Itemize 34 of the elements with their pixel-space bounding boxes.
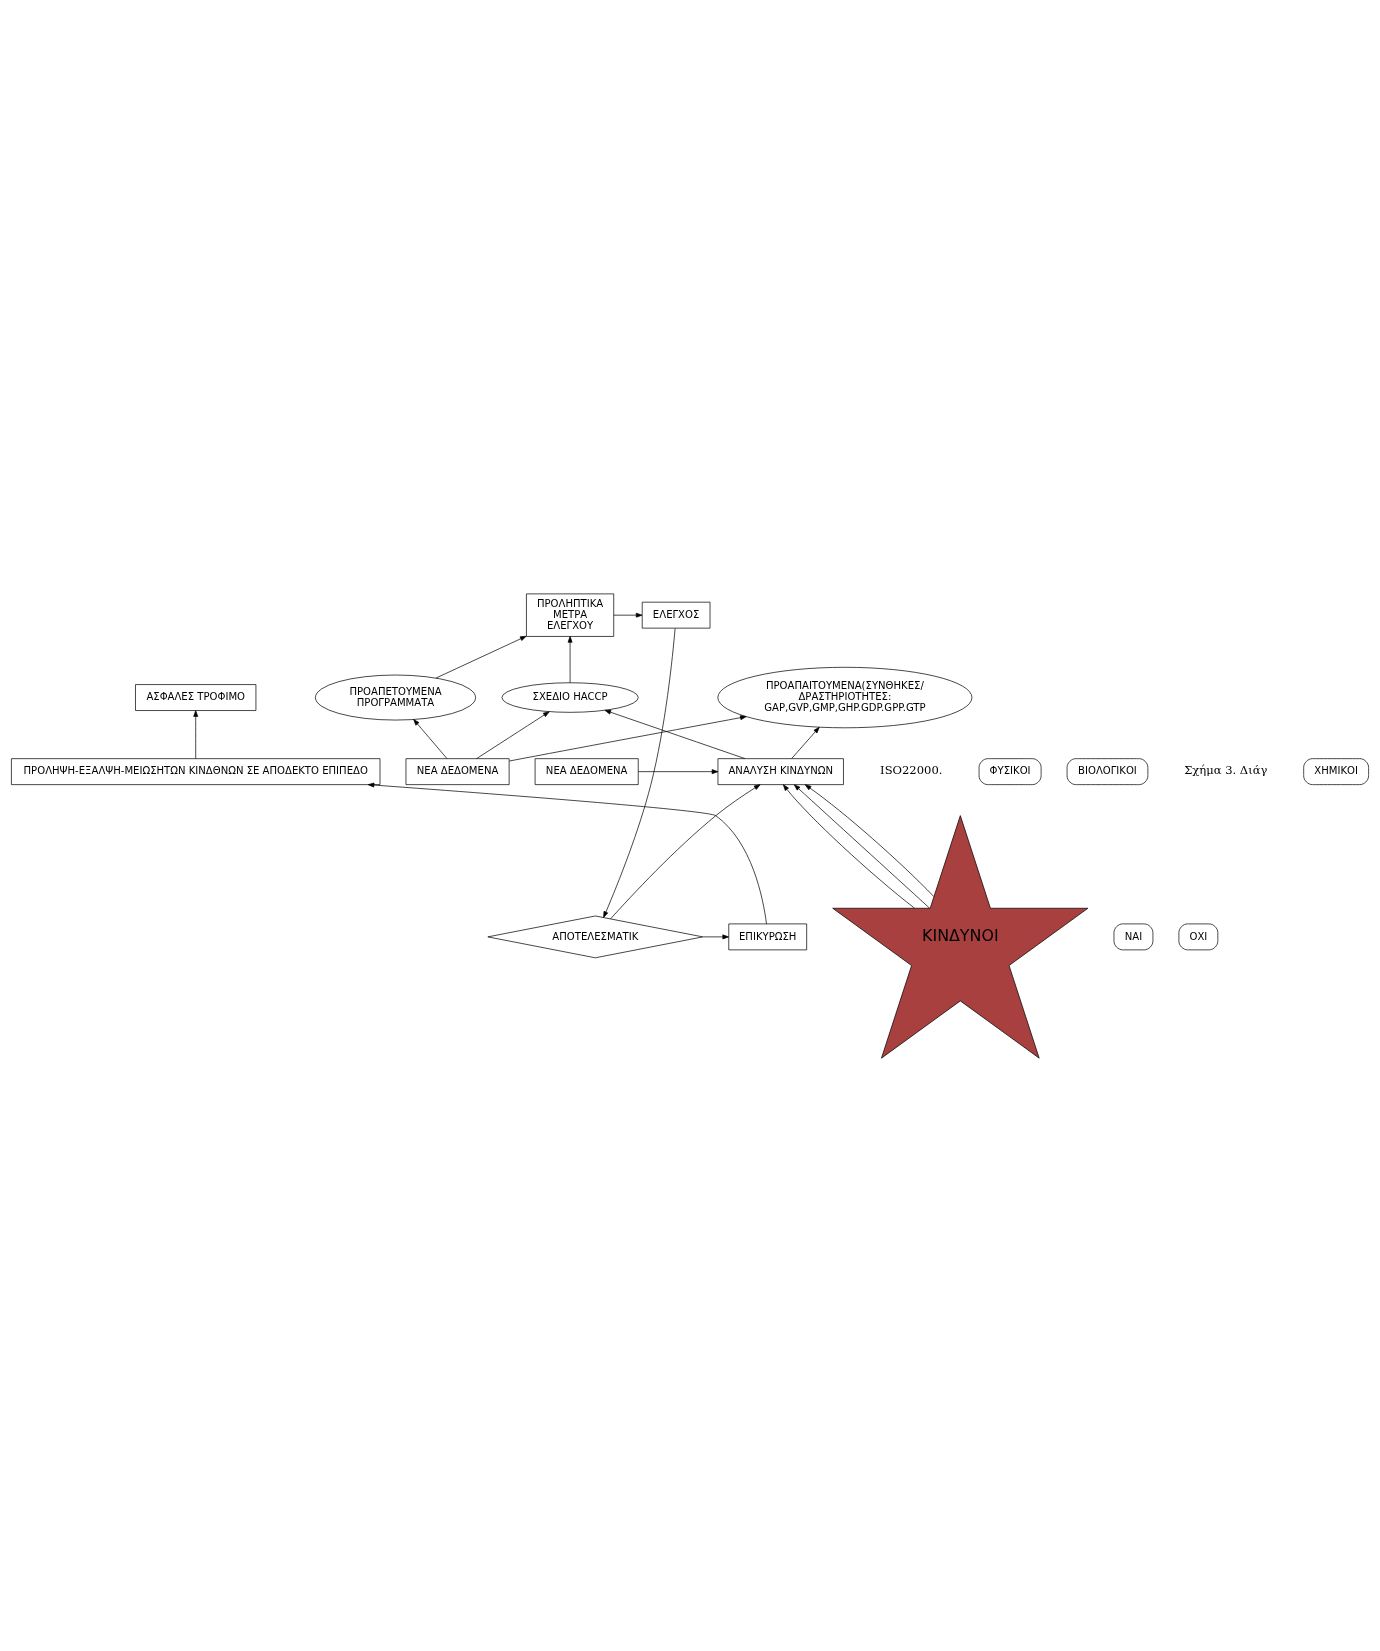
arrow bbox=[613, 612, 643, 618]
arrow bbox=[791, 726, 820, 759]
arrow bbox=[804, 783, 935, 897]
node-box: ΕΠΙΚΥΡΩΣΗ bbox=[728, 923, 808, 950]
arrow bbox=[603, 627, 676, 918]
arrow bbox=[638, 768, 719, 774]
label: Σχήμα 3. Διάγ bbox=[1184, 762, 1268, 777]
arrow bbox=[435, 635, 527, 678]
node-box: ΠΡΟΛΗΠΤΙΚΑ ΜΕΤΡΑ ΕΛΕΓΧΟΥ bbox=[526, 593, 615, 637]
arrow bbox=[367, 782, 767, 924]
arrow bbox=[783, 783, 915, 909]
arrow bbox=[610, 783, 761, 919]
node-ellipse: ΠΡΟΑΠΕΤΟΥΜΕΝΑ ΠΡΟΓΡΑΜΜΑΤΑ bbox=[315, 674, 476, 720]
arrow bbox=[413, 718, 448, 759]
arrow bbox=[702, 934, 729, 939]
node-box: ΒΙΟΛΟΓΙΚΟΙ bbox=[1066, 757, 1149, 785]
label: ISO22000. bbox=[880, 762, 943, 777]
node-box: ΝΕΑ ΔΕΔΟΜΕΝΑ bbox=[534, 757, 639, 785]
arrow bbox=[476, 710, 550, 759]
node-diamond: ΑΠΟΤΕΛΕΣΜΑΤΙΚ bbox=[487, 915, 704, 958]
node-box: ΝΕΑ ΔΕΔΟΜΕΝΑ bbox=[405, 757, 510, 785]
arrow bbox=[604, 709, 746, 759]
node-box: ΟΧΙ bbox=[1178, 923, 1219, 950]
arrow bbox=[567, 635, 573, 683]
arrow bbox=[793, 783, 930, 909]
arrow bbox=[509, 714, 747, 761]
node-box: ΝΑΙ bbox=[1113, 923, 1154, 950]
node-box: ΑΣΦΑΛΕΣ ΤΡΟΦΙΜΟ bbox=[135, 683, 257, 711]
node-box: ΦΥΣΙΚΟΙ bbox=[978, 757, 1042, 785]
arrow bbox=[193, 709, 199, 759]
node-ellipse: ΠΡΟΑΠΑΙΤΟΥΜΕΝΑ(ΣΥΝΘΗΚΕΣ/ ΔΡΑΣΤΗΡΙΟΤΗΤΕΣ: GAP,GVP,GMP,GHP.GDP.GPP.GTP bbox=[717, 666, 973, 728]
node-box: ΧΗΜΙΚΟΙ bbox=[1303, 757, 1369, 785]
node-box: ΑΝΑΛΥΣΗ ΚΙΝΔΥΝΩΝ bbox=[717, 757, 844, 785]
node-box: ΕΛΕΓΧΟΣ bbox=[641, 601, 711, 628]
